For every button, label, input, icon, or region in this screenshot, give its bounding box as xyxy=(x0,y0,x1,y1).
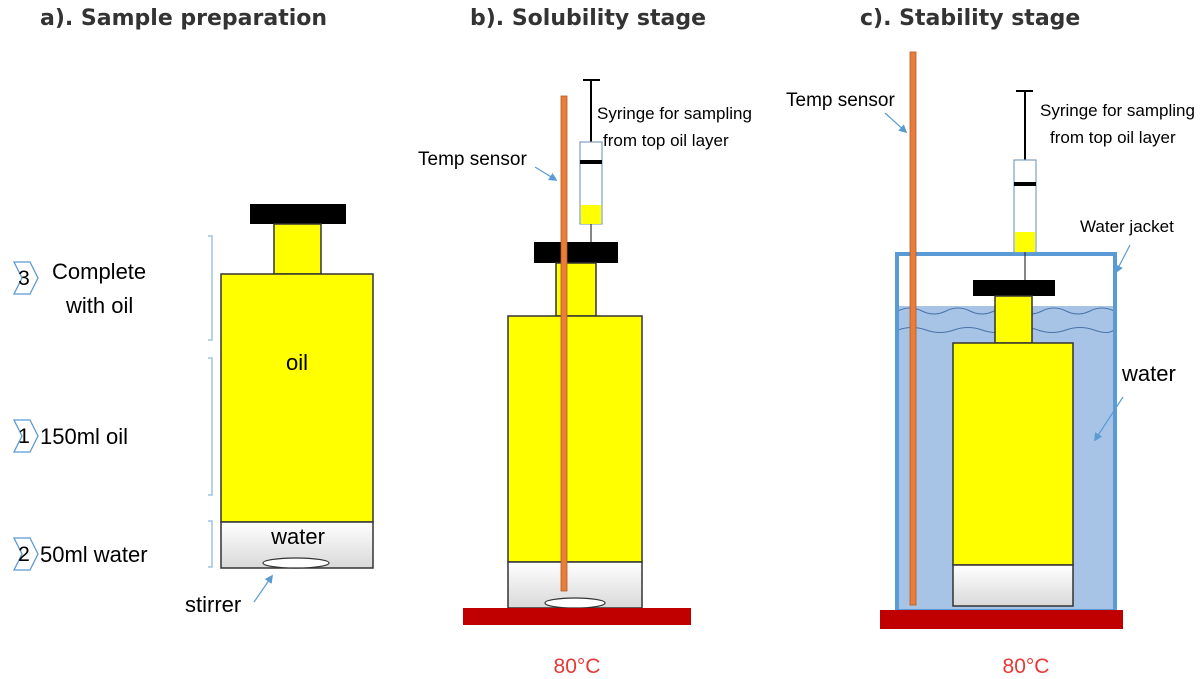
oil-label: oil xyxy=(286,350,308,375)
step-2: 2 50ml water xyxy=(12,537,148,571)
water-jacket-arrow xyxy=(1115,244,1131,274)
step-1-number: 1 xyxy=(18,425,30,448)
syringe-c-oil-sample xyxy=(1015,232,1035,252)
bottle-c xyxy=(952,280,1074,607)
bottle-c-water-layer xyxy=(952,564,1074,607)
step-3-text-line1: Complete xyxy=(52,259,146,284)
syringe-b xyxy=(579,79,603,310)
water-jacket-label: Water jacket xyxy=(1080,217,1174,236)
step-2-text: 50ml water xyxy=(40,542,148,567)
step-2-number: 2 xyxy=(18,543,30,566)
step-3-number: 3 xyxy=(18,267,30,290)
step-3-text-line2: with oil xyxy=(65,293,133,318)
syringe-b-label-line1: Syringe for sampling xyxy=(597,104,752,123)
step-3-chevron-icon xyxy=(12,261,39,295)
bottle-b xyxy=(507,242,643,609)
panel-b-title: b). Solubility stage xyxy=(470,6,706,31)
syringe-b-oil-sample xyxy=(581,205,601,224)
bracket-step-2 xyxy=(208,520,213,568)
bottle-a-neck xyxy=(273,223,322,275)
bottle-c-oil-layer xyxy=(952,342,1074,566)
bracket-step-3 xyxy=(208,235,213,341)
panel-b: b). Solubility stage Syringe for samplin… xyxy=(418,6,752,678)
stirrer-arrow xyxy=(253,574,273,603)
hotplate-b xyxy=(463,608,691,625)
syringe-c-label-line1: Syringe for sampling xyxy=(1040,101,1195,120)
syringe-c-plunger-seal xyxy=(1014,182,1036,186)
syringe-c-label-line2: from top oil layer xyxy=(1050,128,1176,147)
panel-a: a). Sample preparation 3 Complete with o… xyxy=(12,6,374,617)
temperature-b: 80°C xyxy=(554,655,601,678)
temp-sensor-b xyxy=(560,95,568,592)
water-label-a: water xyxy=(270,524,325,549)
stirrer-label: stirrer xyxy=(185,592,241,617)
temp-sensor-c-arrow xyxy=(884,112,908,134)
bottle-c-cap xyxy=(973,280,1055,296)
temperature-c: 80°C xyxy=(1003,655,1050,678)
bottle-a: oil water xyxy=(220,204,374,569)
bottle-a-cap xyxy=(250,204,346,224)
stirrer-bar xyxy=(262,557,330,569)
step-1-chevron-icon xyxy=(12,419,39,453)
temp-sensor-c-label: Temp sensor xyxy=(786,90,895,111)
temp-sensor-b-label: Temp sensor xyxy=(418,149,527,170)
bracket-step-1 xyxy=(208,357,213,496)
water-label-c: water xyxy=(1121,361,1176,386)
panel-c-title: c). Stability stage xyxy=(860,6,1080,31)
step-1: 1 150ml oil xyxy=(12,419,128,453)
temp-sensor-c xyxy=(909,51,917,606)
bottle-b-oil-layer xyxy=(507,315,643,563)
step-2-chevron-icon xyxy=(12,537,39,571)
step-3: 3 Complete with oil xyxy=(12,259,146,318)
bottle-b-stirrer xyxy=(544,597,606,609)
hotplate-c xyxy=(880,610,1123,629)
water-label-c-arrow xyxy=(1094,396,1124,442)
bottle-a-oil-layer xyxy=(220,273,374,523)
temp-sensor-b-arrow xyxy=(534,166,558,181)
syringe-c xyxy=(1013,90,1037,342)
bottle-b-cap xyxy=(534,242,618,263)
panel-c: c). Stability stage Syringe for sampling… xyxy=(786,6,1195,678)
syringe-b-plunger-seal xyxy=(580,160,602,164)
panel-a-title: a). Sample preparation xyxy=(40,6,327,31)
syringe-b-label-line2: from top oil layer xyxy=(603,131,729,150)
step-1-text: 150ml oil xyxy=(40,424,128,449)
bottle-c-neck xyxy=(994,295,1033,344)
